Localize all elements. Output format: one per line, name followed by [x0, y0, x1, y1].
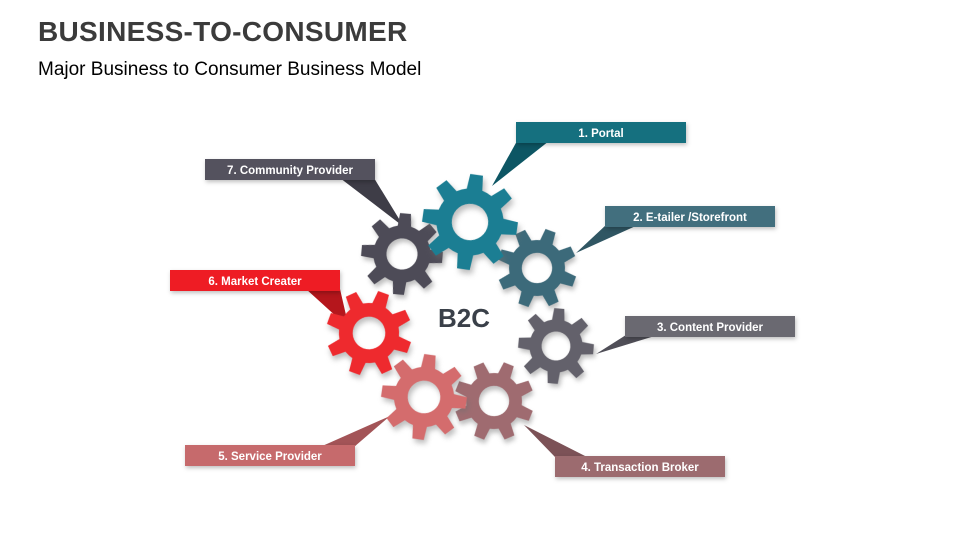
callout-bg-service	[185, 445, 355, 466]
gear-content	[515, 305, 597, 387]
gear-service	[375, 348, 473, 446]
callout-bg-market	[170, 270, 340, 291]
callout-service: 5. Service Provider	[185, 445, 355, 466]
callout-banners: 1. Portal 2. E-tailer /Storefront 3. Conte…	[170, 122, 795, 477]
callout-label-transaction: 4. Transaction Broker	[581, 462, 699, 474]
callout-bg-transaction	[555, 456, 725, 477]
callout-tail-service	[320, 416, 390, 447]
callout-content: 3. Content Provider	[625, 316, 795, 337]
callout-market: 6. Market Creater	[170, 270, 340, 291]
callout-transaction: 4. Transaction Broker	[555, 456, 725, 477]
callout-tail-content	[596, 335, 658, 354]
callout-label-content: 3. Content Provider	[657, 322, 764, 334]
slide-title: BUSINESS-TO-CONSUMER	[38, 16, 408, 47]
callout-label-portal: 1. Portal	[578, 128, 623, 140]
callout-community: 7. Community Provider	[205, 159, 375, 180]
callout-bg-community	[205, 159, 375, 180]
gear-shape-service	[375, 348, 473, 446]
callout-tail-etailer	[576, 225, 638, 253]
callout-portal: 1. Portal	[516, 122, 686, 143]
callout-label-community: 7. Community Provider	[227, 165, 353, 177]
gear-shape-content	[515, 305, 597, 387]
callout-bg-portal	[516, 122, 686, 143]
callout-bg-etailer	[605, 206, 775, 227]
callout-tails	[306, 141, 658, 458]
callout-label-etailer: 2. E-tailer /Storefront	[633, 212, 747, 224]
callout-bg-content	[625, 316, 795, 337]
center-label: B2C	[438, 303, 490, 333]
callout-tail-portal	[492, 141, 549, 186]
callout-etailer: 2. E-tailer /Storefront	[605, 206, 775, 227]
callout-tail-transaction	[524, 425, 589, 458]
callout-label-service: 5. Service Provider	[218, 451, 322, 463]
slide-subtitle: Major Business to Consumer Business Mode…	[38, 59, 422, 80]
callout-tail-community	[340, 178, 404, 227]
callout-label-market: 6. Market Creater	[208, 276, 302, 288]
